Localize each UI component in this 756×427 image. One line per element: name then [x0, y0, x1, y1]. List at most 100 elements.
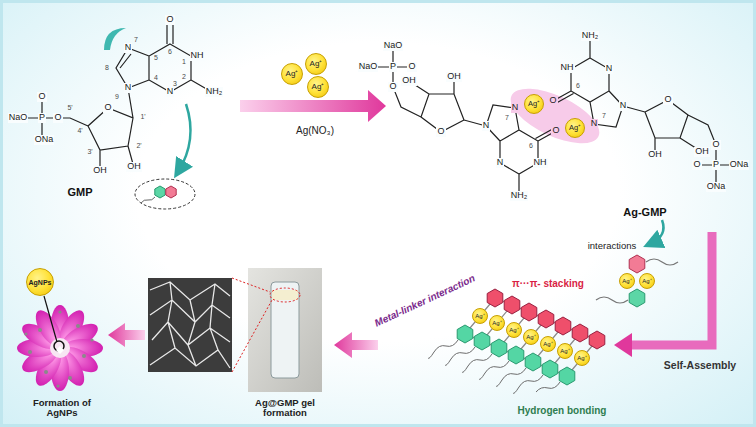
green-base — [629, 289, 645, 307]
flower-structure — [17, 305, 103, 391]
atom-label: OH — [446, 72, 462, 82]
arrow-head — [614, 333, 632, 357]
position-number: 7 — [133, 36, 139, 44]
zoom-lines — [232, 278, 272, 372]
atom-label: P — [712, 160, 720, 170]
silver-ion: Ag⁺ — [523, 329, 539, 345]
interaction-label: Metal-linker interaction — [372, 271, 478, 328]
node-text: Ag⁺ — [543, 341, 552, 347]
atom-label: N — [496, 158, 505, 168]
silver-ion: Ag⁺ — [472, 308, 488, 324]
base-icon-pink — [166, 186, 176, 198]
atom-label: O — [551, 126, 560, 136]
process-arrow — [334, 332, 378, 358]
atom-label: N — [590, 119, 599, 129]
atom-label: O — [388, 82, 397, 92]
atom-label: O — [37, 92, 46, 102]
atom-label: O — [663, 95, 672, 105]
sem-image — [148, 278, 232, 372]
silver-ion: Ag⁺ — [574, 350, 590, 366]
position-number: 2' — [135, 142, 142, 150]
atom-label: O — [692, 160, 701, 170]
atom-label: N — [511, 103, 520, 113]
zoom-marker — [270, 288, 300, 302]
nanoparticle-dots — [24, 310, 93, 387]
position-number: 4' — [76, 127, 83, 135]
silver-ion: Ag⁺ — [540, 336, 556, 352]
node-text: Ag⁺ — [509, 327, 518, 333]
atom-label: ONa — [34, 135, 55, 145]
process-arrow — [108, 323, 145, 347]
atom-label: N — [124, 43, 133, 53]
complex-bonds-right — [553, 36, 739, 187]
atom-label: OH — [401, 76, 417, 86]
silver-ion: Ag⁺ — [281, 63, 303, 85]
atom-label: O — [103, 103, 112, 113]
position-number: 6 — [575, 82, 581, 90]
position-number: 2 — [181, 73, 187, 81]
position-number: 9 — [114, 93, 120, 101]
compound-name: Ag-GMP — [622, 206, 667, 218]
atom-label: ONa — [706, 182, 727, 192]
base-icon-tail — [141, 197, 155, 203]
silver-ion: Ag⁺ — [305, 53, 327, 75]
position-number: 5 — [153, 54, 159, 62]
atom-label: ONa — [729, 160, 750, 170]
node-text: Ag⁺ — [492, 320, 501, 326]
step-label: Ag@GMP gel formation — [242, 398, 328, 419]
atom-label: P — [389, 62, 397, 72]
atom-label: NH₂ — [510, 191, 529, 201]
position-number: 1 — [181, 58, 187, 66]
atom-label: N — [124, 83, 133, 93]
leader-line — [44, 296, 57, 342]
atom-label: NaO — [383, 41, 404, 51]
atom-label: OH — [126, 162, 142, 172]
pink-base — [629, 255, 645, 273]
nanoparticle-marker: AgNPs — [26, 268, 54, 296]
node-text: Ag⁺ — [286, 70, 299, 78]
atom-label: NH₂ — [205, 87, 224, 97]
teal-pointer — [178, 104, 191, 172]
atom-label: NH — [533, 158, 548, 168]
reagent-label: Ag(NO₃) — [295, 125, 335, 136]
atom-label: NH — [560, 63, 575, 73]
position-number: 5' — [66, 104, 73, 112]
atom-label: NaO — [358, 62, 379, 72]
silver-ion: Ag⁺ — [506, 322, 522, 338]
position-number: 3' — [86, 148, 93, 156]
atom-label: O — [711, 140, 720, 150]
gmp-bonds — [18, 22, 210, 168]
silver-ion: Ag⁺ — [307, 76, 329, 98]
sem-texture — [150, 282, 230, 368]
node-text: Ag⁺ — [569, 124, 581, 132]
position-number: 1' — [139, 113, 146, 121]
stack-links — [465, 298, 597, 376]
node-text: Ag⁺ — [560, 348, 569, 354]
atom-label: N — [605, 64, 614, 74]
atom-label: O — [436, 127, 445, 137]
silver-ion: Ag⁺ — [619, 273, 635, 289]
silver-ion: Ag⁺ — [524, 94, 544, 114]
node-text: Ag⁺ — [310, 60, 323, 68]
atom-label: OH — [92, 166, 108, 176]
node-text: Ag⁺ — [642, 278, 651, 284]
position-number: 3 — [172, 80, 178, 88]
node-text: Ag⁺ — [312, 83, 325, 91]
node-text: Ag⁺ — [526, 334, 535, 340]
step-label: Self-Assembly — [663, 360, 737, 372]
gel-layer — [272, 290, 298, 300]
atom-label: OH — [647, 150, 663, 160]
base-icon-green — [155, 186, 165, 198]
atom-label: OH — [694, 147, 710, 157]
node-text: Ag⁺ — [475, 313, 484, 319]
compound-name: GMP — [66, 186, 93, 198]
node-text: Ag⁺ — [528, 100, 540, 108]
complex-bonds-left — [368, 46, 556, 196]
atom-label: NH₂ — [581, 31, 600, 41]
flower-center — [50, 338, 70, 358]
position-number: 4 — [153, 74, 159, 82]
atom-label: O — [165, 15, 174, 25]
vial — [271, 282, 299, 378]
atom-label: N — [166, 87, 175, 97]
